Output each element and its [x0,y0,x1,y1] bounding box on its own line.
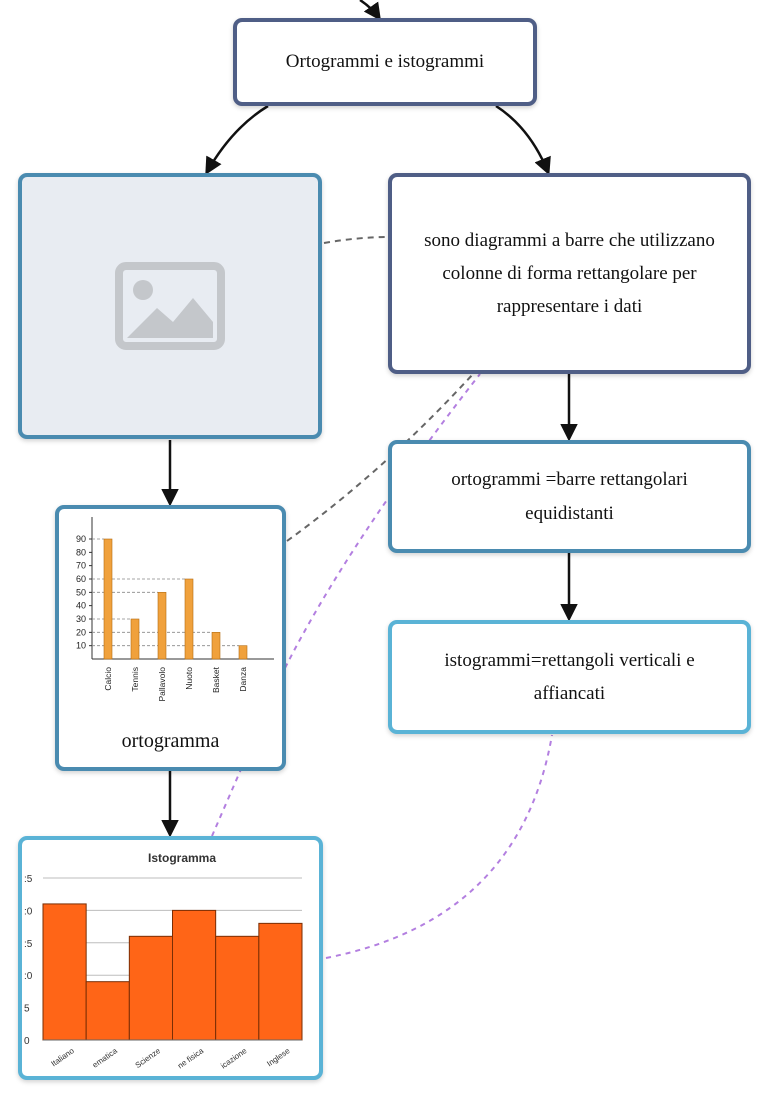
ortogramma-y-tick-label: 90 [76,534,86,544]
dashed-link-istogramma-istogrammi [325,734,553,959]
ortogramma-y-tick-label: 10 [76,641,86,651]
istogramma-bar [128,935,174,1041]
ortogramma-y-tick-label: 80 [76,547,86,557]
dashed-link-istogramma-ortogrammi [211,667,286,837]
istogramma-y-tick-label: :5 [24,874,33,885]
ortogramma-x-tick-label: Pallavolo [157,667,167,702]
ortogramma-x-tick-label: Tennis [130,667,140,692]
ortogramma-y-tick-label: 30 [76,614,86,624]
istogramma-x-tick-label: icazione [219,1046,249,1071]
ortogramma-x-tick-label: Basket [211,666,221,693]
ortogramma-bar [157,592,167,660]
image-placeholder-node[interactable] [18,173,322,439]
ortogramma-bar [103,538,113,660]
istogramma-bar [85,981,130,1041]
istogramma-x-tick-label: Scienze [134,1046,163,1070]
istogramma-x-tick-label: ne fisica [176,1046,206,1071]
istogramma-title: Istogramma [148,851,216,865]
root-node[interactable]: Ortogrammi e istogrammi [233,18,537,106]
istogramma-bar [42,903,87,1041]
istogramma-y-tick-label: :0 [24,906,33,917]
istogramma-bar [215,935,260,1041]
arrow-root-to-definition [495,104,551,176]
istogramma-bar [172,909,217,1041]
istogrammi-node-label: istogrammi=rettangoli verticali e affian… [444,649,695,704]
istogramma-y-tick-label: :0 [24,971,33,982]
root-node-label: Ortogrammi e istogrammi [285,51,485,73]
ortogramma-x-tick-label: Nuoto [184,667,194,690]
definition-node-label: sono diagrammi a barre che utilizzano co… [424,229,715,318]
ortogramma-x-tick-label: Danza [238,667,248,692]
ortogramma-y-tick-label: 20 [76,627,86,637]
definition-node[interactable]: sono diagrammi a barre che utilizzano co… [388,173,751,374]
istogramma-bar [258,922,303,1041]
istogramma-y-tick-label: 5 [24,1004,30,1015]
ortogramma-y-tick-label: 40 [76,601,86,611]
istogramma-y-tick-label: :5 [24,939,33,950]
ortogramma-bar [184,578,194,660]
ortogramma-y-tick-label: 70 [76,561,86,571]
ortogramma-x-tick-label: Calcio [103,667,113,691]
ortogramma-bar [211,632,221,660]
arrow-top-in [359,0,382,21]
istogramma-x-tick-label: ematica [91,1046,120,1070]
istogramma-x-tick-label: Inglese [265,1046,292,1068]
istogrammi-node[interactable]: istogrammi=rettangoli verticali e affian… [388,620,751,734]
ortogramma-y-tick-label: 60 [76,574,86,584]
dashed-link-image-definition [323,236,391,244]
ortogrammi-node-label: ortogrammi =barre rettangolari equidista… [451,469,688,524]
ortogramma-y-tick-label: 50 [76,587,86,597]
ortogrammi-node[interactable]: ortogrammi =barre rettangolari equidista… [388,440,751,553]
ortogramma-bar [238,645,248,660]
istogramma-y-tick-label: 0 [24,1036,30,1047]
istogramma-x-tick-label: Italiano [49,1046,76,1068]
image-placeholder-icon [115,262,225,350]
ortogramma-bar [130,618,140,660]
dashed-link-ortogramma-definition [286,373,474,542]
arrow-root-to-image [205,104,269,176]
ortogramma-caption: ortogramma [121,730,220,752]
